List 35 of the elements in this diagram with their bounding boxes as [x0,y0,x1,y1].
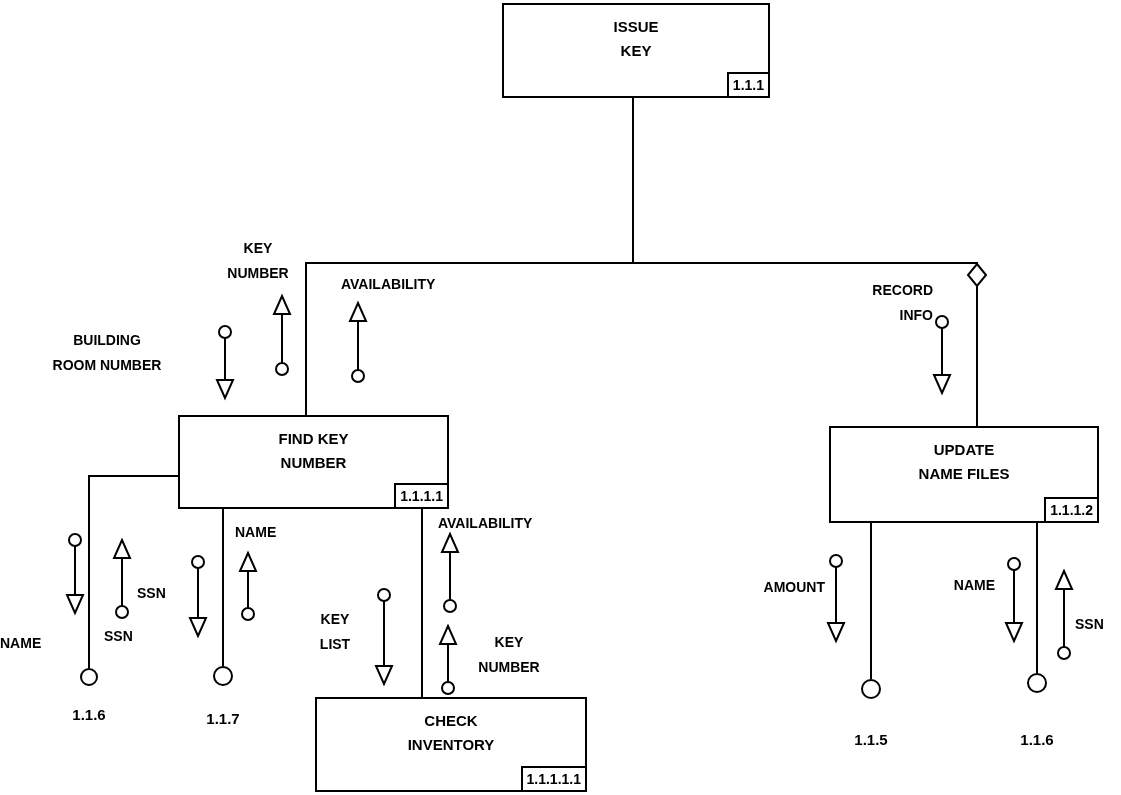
module-number: 1.1.1.1.1 [520,766,585,790]
data-couple-label: KEY NUMBER [226,239,290,283]
module-number: 1.1.5 [854,730,888,750]
data-couple-label: AMOUNT [762,578,825,597]
module-number: 1.1.6 [72,705,106,725]
call-connector [222,508,224,667]
data-couple-label: AVAILABILITY [438,514,534,533]
data-couple-label: SSN [1075,615,1105,634]
data-couple-label: KEY NUMBER [477,633,541,677]
data-couple-label: NAME [0,634,43,653]
module-name: CHECK INVENTORY [406,711,496,755]
module-name: FIND KEY NUMBER [277,429,350,473]
module-box [315,697,587,792]
module-box [178,415,449,509]
module-name: UPDATE NAME FILES [917,440,1011,484]
module-number: 1.1.7 [206,709,240,729]
data-couple-label: AVAILABILITY [341,275,437,294]
call-connector [870,522,872,680]
data-couple-label: KEY LIST [318,610,352,654]
module-number: 1.1.1.2 [1044,497,1097,521]
call-connector [88,475,179,669]
module-box [829,426,1099,523]
data-couple-label: NAME [235,523,278,542]
module-box [502,3,770,98]
module-name: ISSUE KEY [612,17,660,61]
data-couple-label: SSN [137,584,167,603]
data-couple-label: RECORD INFO [871,281,933,325]
module-number: 1.1.6 [1020,730,1054,750]
data-couple-label: BUILDING ROOM NUMBER [51,331,163,375]
call-connector [1036,522,1038,674]
data-couple-label: NAME [952,576,995,595]
data-couple-label: SSN [104,627,134,646]
module-number: 1.1.1 [726,72,768,96]
call-connector [421,508,423,698]
module-number: 1.1.1.1 [394,483,447,507]
